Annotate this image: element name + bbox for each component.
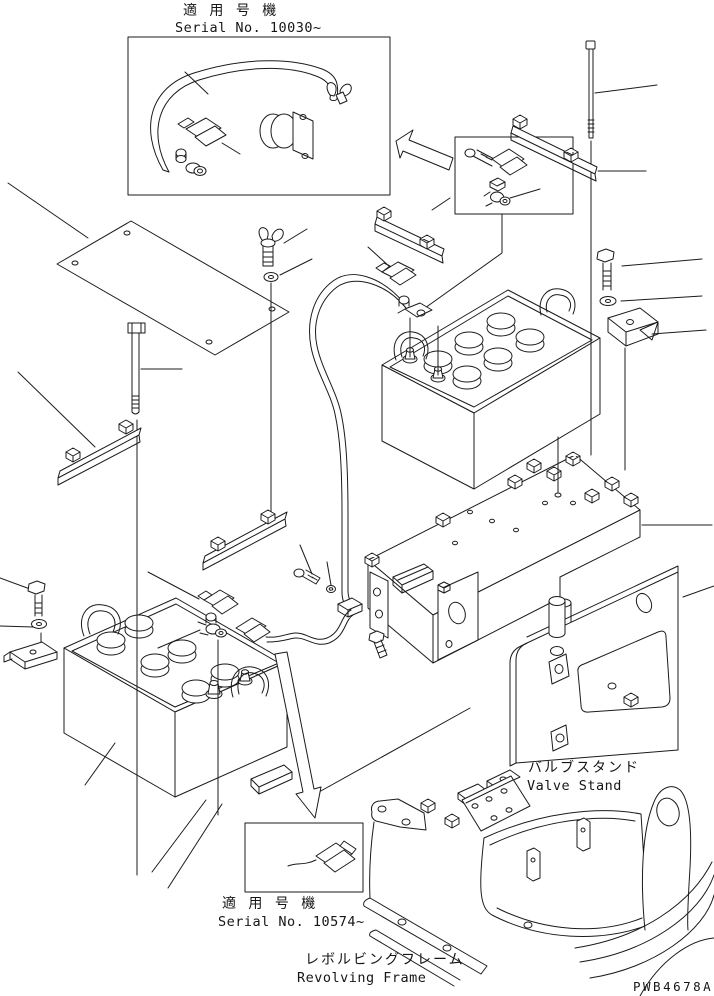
relay (259, 111, 314, 160)
serial-label-top: 適 用 号 機 Serial No. 10030~ (175, 2, 322, 36)
battery-caps (96, 614, 240, 704)
battery-lower (63, 597, 293, 798)
bolt-part (464, 148, 528, 176)
wing-bolt-small (326, 82, 352, 105)
hold-down-rod (585, 40, 596, 139)
battery-cable-assembly (197, 261, 433, 645)
label-revolving-frame-jp: レボルビングフレーム (305, 952, 465, 968)
terminal-clamp-lower (197, 612, 227, 638)
small-washer (326, 585, 336, 593)
serial-box-top (127, 36, 391, 196)
valve-stand-boss (548, 596, 566, 656)
battery-handles (393, 288, 576, 361)
short-bolt (293, 568, 321, 585)
label-revolving-frame-en: Revolving Frame (297, 970, 426, 986)
mount-bolt-right (596, 248, 659, 347)
direction-arrow-down-icon (274, 651, 322, 819)
wing-bolt (258, 227, 284, 282)
connector-mid (375, 261, 417, 286)
mount-bolt-left (3, 580, 58, 670)
revolving-frame (363, 775, 714, 996)
connector-lower-1 (197, 589, 239, 615)
hold-down-strip (250, 764, 293, 795)
long-bolt (127, 322, 146, 415)
harness-terminal-clamp (175, 148, 207, 176)
label-top-serial-en: Serial No. 10030~ (175, 20, 322, 36)
valve-stand-label: バルブスタンド Valve Stand (527, 759, 640, 794)
connector-bottom (287, 840, 357, 873)
hold-down-bar-top-right (510, 114, 598, 182)
direction-arrow-up-icon (395, 129, 454, 171)
leader-lines (0, 84, 714, 889)
battery-caps (423, 312, 545, 390)
cable-terminal-clamp-mid (397, 295, 433, 318)
harness-connector (177, 117, 227, 147)
hold-down-bar-left (57, 419, 142, 486)
stand-side-plate (437, 571, 479, 661)
label-valve-stand-en: Valve Stand (527, 778, 622, 794)
stand-bracket (369, 563, 434, 639)
cable-rod-clamp (337, 597, 363, 618)
stand-bolt (368, 630, 388, 659)
hold-down-bar-lower (202, 509, 288, 571)
terminal-clamp-part (483, 177, 511, 207)
battery-stand (364, 451, 641, 664)
battery-handles (80, 604, 269, 698)
connector-lower-2 (235, 617, 271, 643)
label-valve-stand-jp: バルブスタンド (528, 759, 640, 776)
part-code: PWB4678A (633, 979, 713, 994)
label-bottom-serial-en: Serial No. 10574~ (218, 914, 365, 930)
revolving-frame-label: レボルビングフレーム Revolving Frame (297, 952, 465, 986)
serial-label-bottom: 適 用 号 機 Serial No. 10574~ (218, 895, 365, 930)
battery-cover-plate (56, 220, 290, 356)
hold-down-bar-mid (374, 206, 445, 264)
serial-box-bottom (244, 822, 364, 893)
label-top-applicable-jp: 適 用 号 機 (183, 2, 278, 19)
label-bottom-applicable-jp: 適 用 号 機 (222, 895, 317, 912)
